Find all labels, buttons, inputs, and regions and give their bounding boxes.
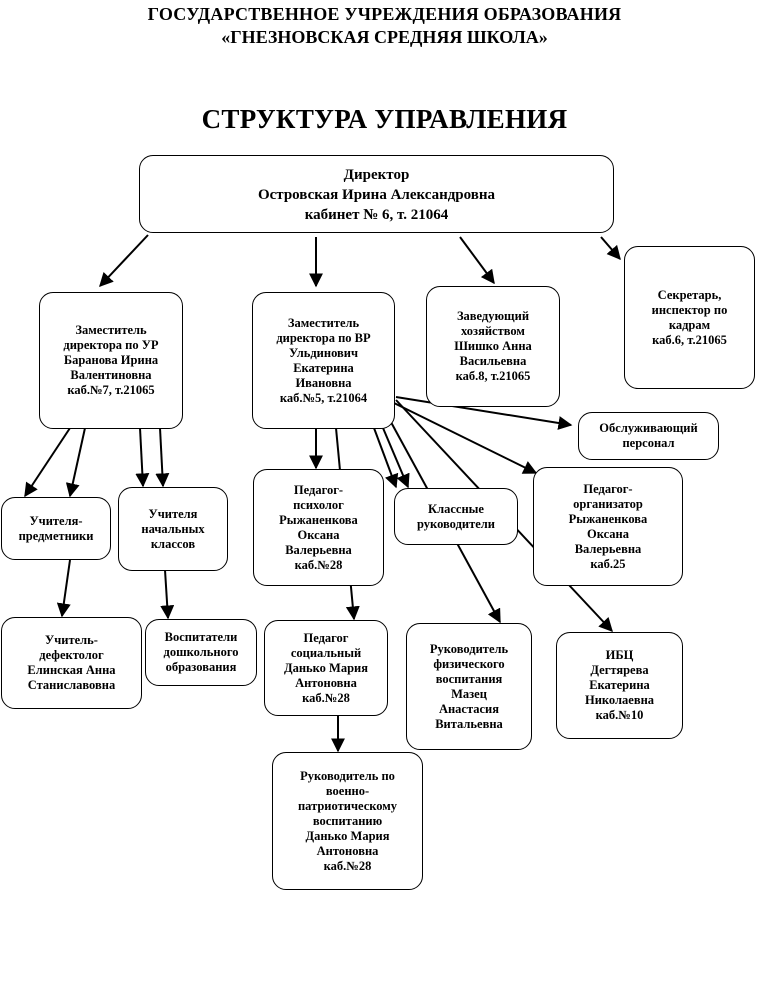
pe-head-box: Руководитель физического воспитания Мазе… — [406, 623, 532, 750]
head-household-box: Заведующий хозяйством Шишко Анна Василье… — [426, 286, 560, 407]
arrow-vr-class-teachers-1 — [373, 427, 399, 489]
arrow-primary-preschool — [160, 569, 175, 620]
arrow-ur-primary-2 — [155, 427, 170, 488]
arrow-ur-subject-2 — [65, 427, 86, 498]
page-title: СТРУКТУРА УПРАВЛЕНИЯ — [201, 104, 568, 134]
arrow-ur-primary-1 — [135, 427, 150, 488]
organization-name: ГОСУДАРСТВЕННОЕ УЧРЕЖДЕНИЯ ОБРАЗОВАНИЯ — [147, 4, 622, 24]
primary-teachers-box: Учителя начальных классов — [118, 487, 228, 571]
secretary-box: Секретарь, инспектор по кадрам каб.6, т.… — [624, 246, 755, 389]
arrow-subject-defectologist — [56, 559, 71, 618]
service-staff-box: Обслуживающий персонал — [578, 412, 719, 460]
arrow-ur-subject-1 — [24, 427, 71, 498]
arrow-vr-service — [395, 396, 573, 430]
subject-teachers-box: Учителя- предметники — [1, 497, 111, 560]
school-name: «ГНЕЗНОВСКАЯ СРЕДНЯЯ ШКОЛА» — [221, 27, 548, 47]
military-head-box: Руководитель по военно- патриотическому … — [272, 752, 423, 890]
organizer-box: Педагог- организатор Рыжаненкова Оксана … — [533, 467, 683, 586]
arrow-director-deputy-ur — [99, 234, 149, 288]
arrow-vr-class-teachers-2 — [382, 427, 410, 489]
social-pedagogue-box: Педагог социальный Данько Мария Антоновн… — [264, 620, 388, 716]
arrow-director-secretary — [600, 236, 621, 261]
arrow-director-household — [459, 236, 495, 285]
deputy-vr-box: Заместитель директора по ВР Ульдинович Е… — [252, 292, 395, 429]
director-box: Директор Островская Ирина Александровна … — [139, 155, 614, 233]
arrow-vr-organizer — [393, 402, 538, 474]
preschool-educators-box: Воспитатели дошкольного образования — [145, 619, 257, 686]
psychologist-box: Педагог- психолог Рыжаненкова Оксана Вал… — [253, 469, 384, 586]
class-teachers-box: Классные руководители — [394, 488, 518, 545]
ibc-box: ИБЦ Дегтярева Екатерина Николаевна каб.№… — [556, 632, 683, 739]
defectologist-box: Учитель- дефектолог Елинская Анна Станис… — [1, 617, 142, 709]
deputy-ur-box: Заместитель директора по УР Баранова Ири… — [39, 292, 183, 429]
